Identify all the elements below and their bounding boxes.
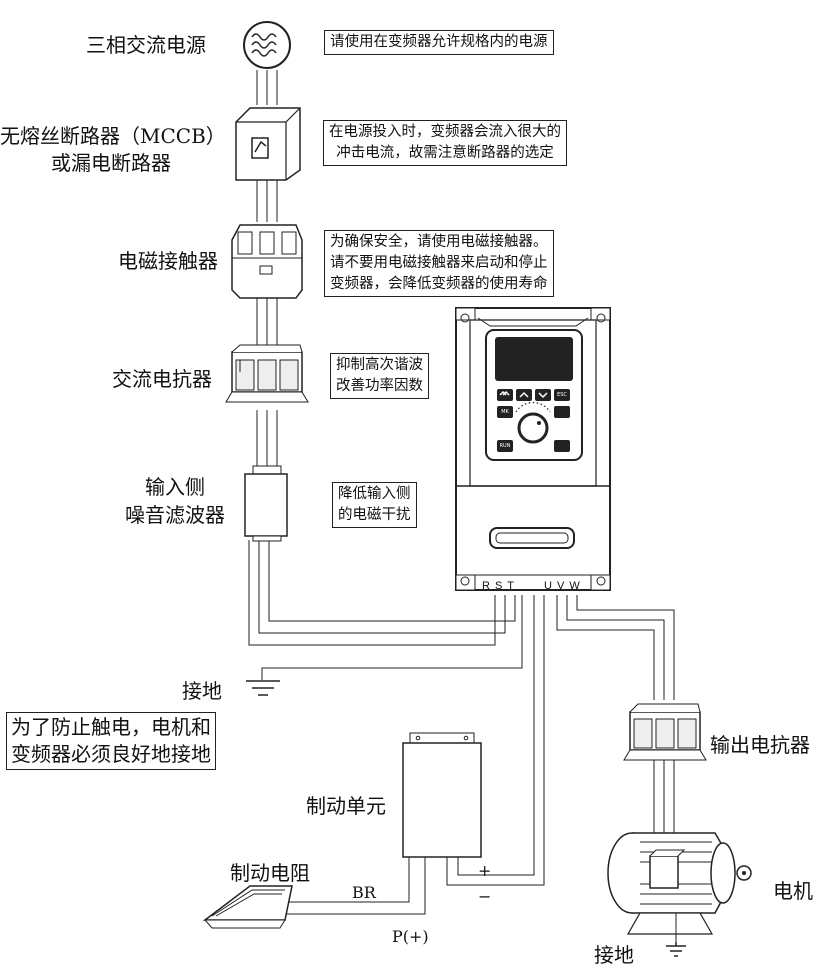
note-breaker-line1: 在电源投入时，变频器会流入很大的 — [329, 124, 561, 140]
breaker-icon — [235, 107, 301, 181]
label-power-source: 三相交流电源 — [86, 33, 206, 57]
note-contactor: 为确保安全，请使用电磁接触器。 请不要用电磁接触器来启动和停止 变频器，会降低变… — [324, 230, 554, 297]
label-motor-ground: 接地 — [594, 943, 634, 967]
motor-icon — [607, 832, 752, 942]
note-ground: 为了防止触电，电机和 变频器必须良好地接地 — [6, 712, 216, 770]
inverter-icon — [455, 307, 611, 591]
note-filter-line2: 的电磁干扰 — [338, 507, 411, 523]
contactor-icon — [231, 224, 303, 299]
ground-icon — [246, 680, 280, 696]
key-run: RUN — [499, 443, 511, 449]
terminal-rst: R S T — [482, 580, 515, 592]
terminal-p-plus: P(+) — [392, 927, 429, 946]
note-filter-line1: 降低输入侧 — [338, 486, 411, 502]
note-breaker-line2: 冲击电流，故需注意断路器的选定 — [336, 145, 554, 161]
note-power: 请使用在变频器允许规格内的电源 — [324, 30, 554, 55]
label-motor: 电机 — [773, 879, 813, 903]
note-contactor-line2: 请不要用电磁接触器来启动和停止 — [330, 255, 548, 271]
brake-resistor-icon — [202, 885, 293, 929]
label-breaker-1: 无熔丝断路器（MCCB） — [0, 124, 226, 148]
note-ground-line2: 变频器必须良好地接地 — [11, 742, 211, 766]
note-reactor-line1: 抑制高次谐波 — [336, 357, 423, 373]
ac-source-icon — [243, 21, 291, 69]
label-breaker-2: 或漏电断路器 — [51, 151, 171, 175]
label-brake-unit: 制动单元 — [306, 794, 386, 818]
note-power-text: 请使用在变频器允许规格内的电源 — [330, 34, 548, 50]
label-brake-resistor: 制动电阻 — [230, 861, 310, 885]
key-mk: MK — [501, 409, 509, 415]
note-reactor-line2: 改善功率因数 — [336, 378, 423, 394]
brake-unit-icon — [402, 732, 482, 858]
output-reactor-icon — [623, 703, 707, 761]
label-contactor: 电磁接触器 — [118, 249, 218, 273]
label-input-filter-1: 输入侧 — [145, 475, 205, 499]
terminal-br: BR — [352, 883, 376, 902]
label-input-filter-2: 噪音滤波器 — [125, 503, 225, 527]
label-output-reactor: 输出电抗器 — [710, 733, 810, 757]
terminal-uvw: U V W — [544, 580, 581, 592]
note-reactor: 抑制高次谐波 改善功率因数 — [330, 353, 429, 399]
key-esc: ESC — [557, 392, 567, 398]
note-contactor-line3: 变频器，会降低变频器的使用寿命 — [330, 276, 548, 292]
label-ac-reactor: 交流电抗器 — [112, 367, 212, 391]
ac-reactor-icon — [225, 344, 309, 403]
input-filter-icon — [244, 465, 288, 542]
motor-ground-icon — [666, 942, 686, 957]
note-ground-line1: 为了防止触电，电机和 — [11, 715, 211, 739]
note-contactor-line1: 为确保安全，请使用电磁接触器。 — [330, 234, 548, 250]
note-filter: 降低输入侧 的电磁干扰 — [332, 482, 417, 528]
terminal-minus: − — [478, 887, 492, 906]
label-ground: 接地 — [182, 679, 222, 703]
note-breaker: 在电源投入时，变频器会流入很大的 冲击电流，故需注意断路器的选定 — [323, 120, 567, 166]
terminal-plus: + — [478, 861, 492, 880]
